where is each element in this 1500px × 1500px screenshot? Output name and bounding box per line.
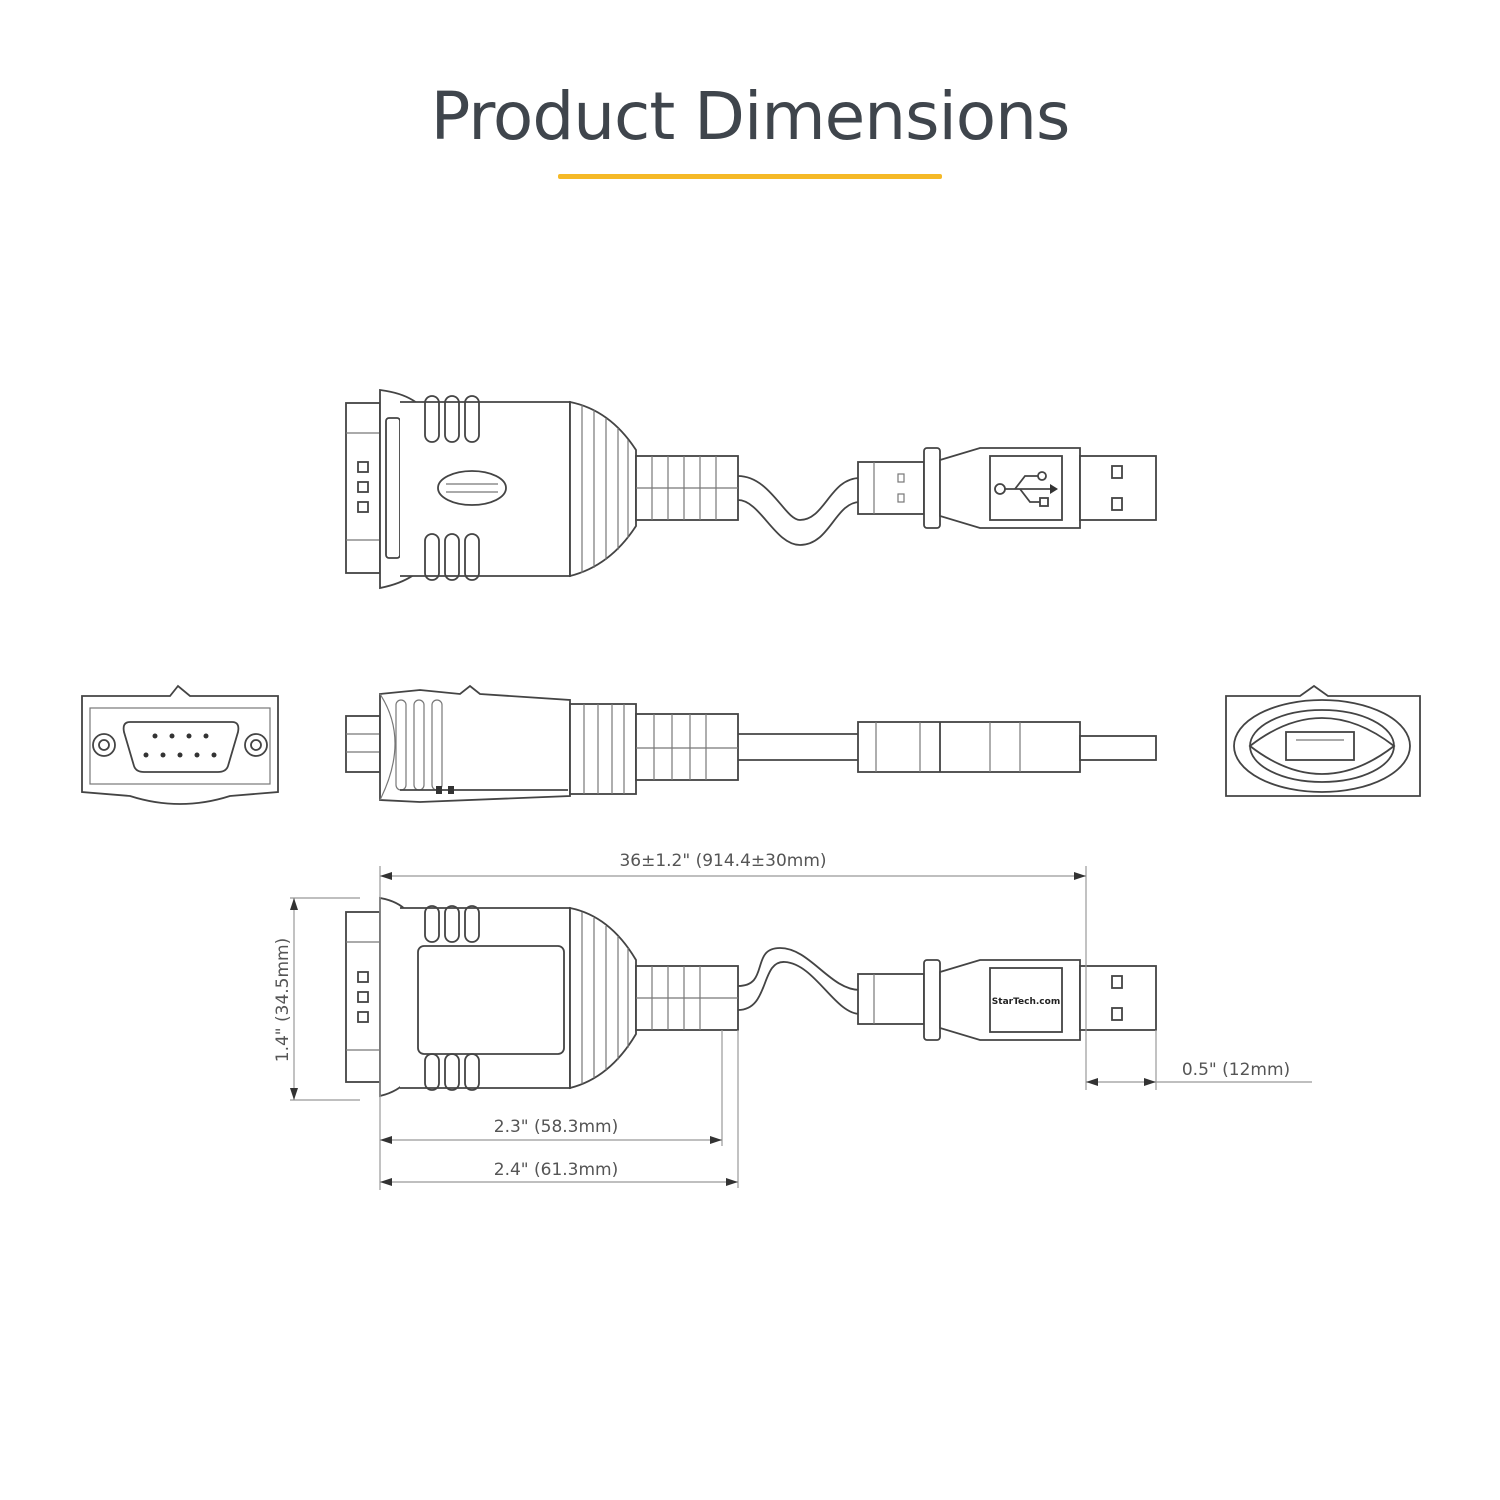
height-label: 1.4" (34.5mm) (273, 938, 293, 1063)
body-length-short-label: 2.3" (58.3mm) (494, 1117, 619, 1137)
body-length-long-label: 2.4" (61.3mm) (494, 1160, 619, 1180)
db9-end-view (81, 684, 279, 805)
bottom-view-usb-connector: StarTech.com (857, 959, 1157, 1041)
usb-trident-icon (994, 471, 1058, 507)
side-view-adapter (345, 684, 739, 803)
dimension-body-long: 2.4" (61.3mm) (380, 1030, 739, 1188)
side-view-usb-connector (857, 721, 1157, 773)
top-view-usb-connector (857, 447, 1157, 529)
db9-pins (143, 733, 217, 758)
top-view-cable (737, 475, 861, 546)
dimension-usb-plug: 0.5" (12mm) (1086, 1030, 1312, 1090)
brand-logo: StarTech.com (992, 997, 1060, 1007)
bottom-view-cable (737, 947, 861, 1015)
page-title: Product Dimensions (430, 78, 1071, 155)
dimension-body-short: 2.3" (58.3mm) (380, 1030, 723, 1146)
top-view-adapter (345, 388, 739, 590)
overall-length-label: 36±1.2" (914.4±30mm) (619, 851, 826, 871)
usb-end-view (1225, 684, 1421, 797)
bottom-view-adapter (345, 896, 739, 1098)
usb-plug-length-label: 0.5" (12mm) (1182, 1060, 1290, 1080)
side-view-cable (738, 733, 860, 761)
title-accent-rule (558, 174, 942, 179)
dimension-overall-length: 36±1.2" (914.4±30mm) (379, 851, 1087, 1190)
dimension-height: 1.4" (34.5mm) (273, 897, 360, 1101)
